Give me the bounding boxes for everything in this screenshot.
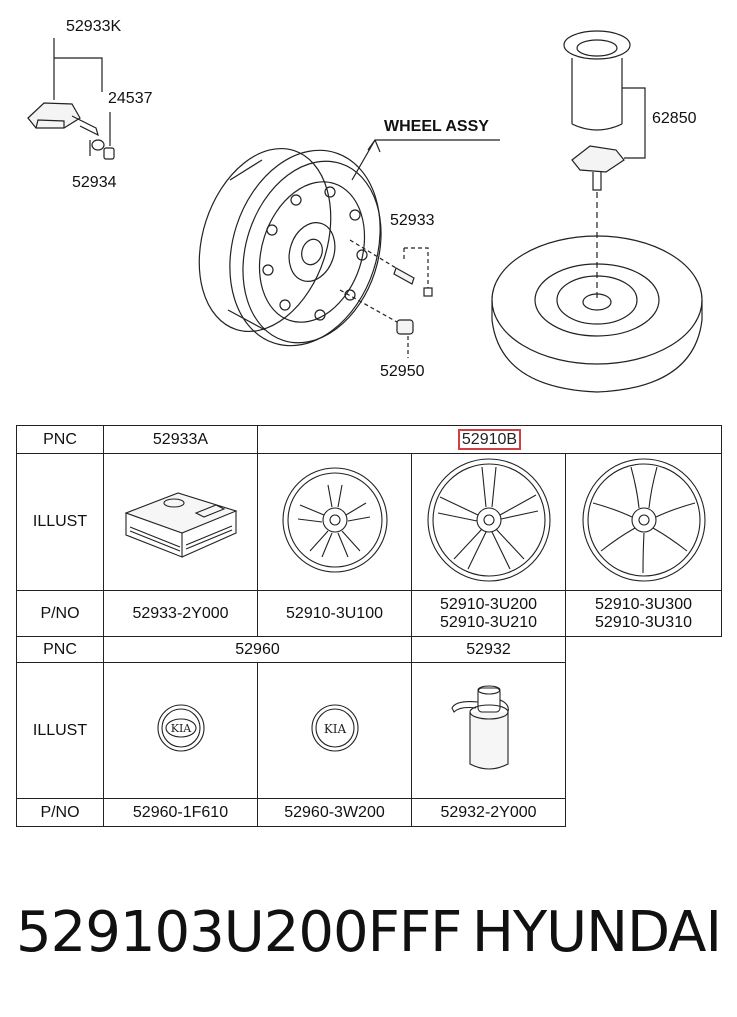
valve-icon — [393, 267, 433, 297]
pno-cell: 52910-3U100 — [257, 590, 412, 637]
pno-line: 52910-3U300 — [595, 595, 692, 613]
illust-cell: KIA — [103, 662, 258, 799]
spare-holder-icon — [563, 30, 631, 191]
pno-line: 52910-3U210 — [440, 613, 537, 631]
pnc-cell: 52932 — [411, 636, 566, 663]
pno-line: 52910-3U310 — [595, 613, 692, 631]
pno-line: 52910-3U200 — [440, 595, 537, 613]
emblem-text: KIA — [323, 722, 346, 736]
pno-label: P/NO — [16, 798, 104, 827]
table-row: P/NO 52960-1F610 52960-3W200 52932-2Y000 — [16, 798, 722, 827]
callout-52950: 52950 — [380, 363, 425, 380]
exploded-diagram — [27, 30, 703, 393]
spare-tire-icon — [491, 235, 703, 393]
callout-52934: 52934 — [72, 174, 117, 191]
footer-part-number: 529103U200FFF — [16, 900, 462, 965]
illust-label: ILLUST — [16, 453, 104, 591]
tpms-sensor-icon — [27, 102, 115, 160]
alloy-wheel-icon — [281, 466, 388, 573]
illust-cell — [257, 453, 412, 591]
tire-inflator-kit-icon — [123, 491, 238, 558]
table-row: PNC 52933A 52910B — [16, 425, 722, 454]
illust-cell — [103, 453, 258, 591]
empty-cell — [566, 637, 722, 827]
callout-52933k: 52933K — [66, 18, 122, 35]
pnc-cell-highlighted: 52910B — [257, 425, 722, 454]
illust-label: ILLUST — [16, 662, 104, 799]
alloy-wheel-icon — [426, 457, 551, 582]
pnc-cell: 52933A — [103, 425, 258, 454]
pnc-label: PNC — [16, 636, 104, 663]
pnc-highlight: 52910B — [457, 428, 522, 450]
kia-emblem-icon: KIA — [310, 704, 359, 752]
pno-cell: 52960-3W200 — [257, 798, 412, 827]
callout-24537: 24537 — [108, 90, 153, 107]
pnc-label: PNC — [16, 425, 104, 454]
table-row: PNC 52960 52932 — [16, 636, 722, 663]
emblem-text: KIA — [170, 722, 192, 735]
pno-cell: 52960-1F610 — [103, 798, 258, 827]
callout-wheel-assy: WHEEL ASSY — [384, 118, 489, 135]
kia-emblem-icon: KIA — [156, 704, 205, 752]
sealant-bottle-icon — [450, 685, 509, 770]
alloy-wheel-icon — [581, 457, 706, 582]
callout-62850: 62850 — [652, 110, 697, 127]
table-row: ILLUST — [16, 453, 722, 591]
illust-cell — [411, 662, 566, 799]
illust-cell — [565, 453, 722, 591]
pno-label: P/NO — [16, 590, 104, 637]
footer: 529103U200FFF HYUNDAI — [16, 900, 722, 965]
footer-brand: HYUNDAI — [471, 900, 722, 965]
table-row: P/NO 52933-2Y000 52910-3U100 52910-3U200… — [16, 590, 722, 637]
lug-nut-icon — [396, 319, 414, 335]
steel-wheel-icon — [198, 147, 382, 347]
illust-cell: KIA — [257, 662, 412, 799]
callout-52933: 52933 — [390, 212, 435, 229]
pno-cell: 52933-2Y000 — [103, 590, 258, 637]
illust-cell — [411, 453, 566, 591]
parts-table: PNC 52933A 52910B ILLUST — [16, 425, 722, 827]
pno-cell: 52932-2Y000 — [411, 798, 566, 827]
pnc-cell: 52960 — [103, 636, 412, 663]
